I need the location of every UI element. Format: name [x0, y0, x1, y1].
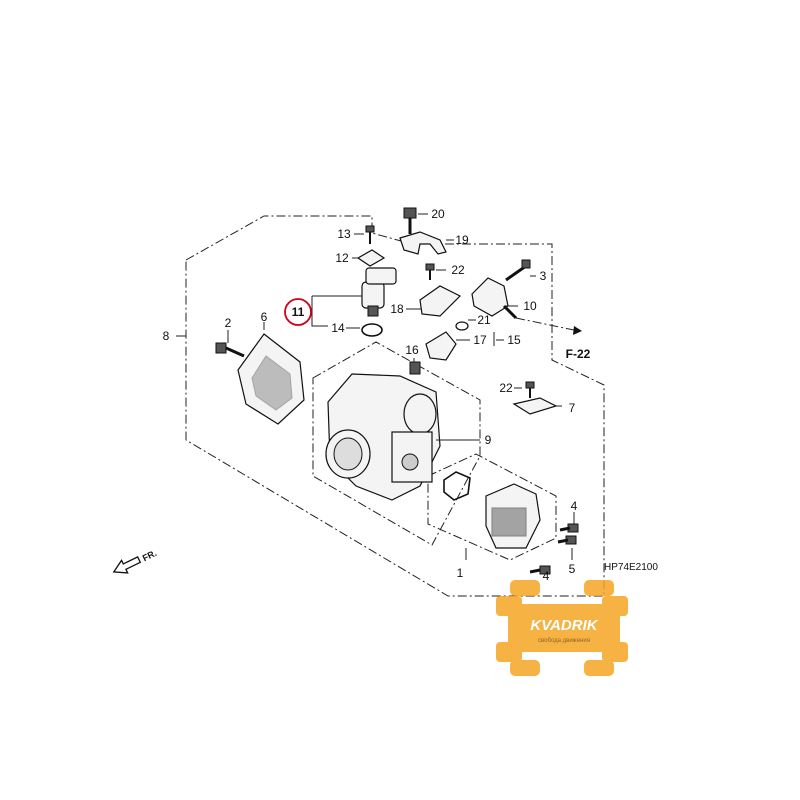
- highlight-circle: [284, 298, 312, 326]
- callout-22a: 22: [451, 263, 465, 277]
- throttle-body-9: [325, 373, 480, 501]
- kvadrik-logo: KVADRIK свобода движения: [496, 580, 628, 676]
- callout-5: 5: [569, 562, 576, 576]
- callout-2: 2: [225, 316, 232, 330]
- sensor-unit: [485, 483, 541, 549]
- callout-14: 14: [331, 321, 345, 335]
- throttle-body-boundary: [312, 341, 481, 546]
- callout-15: 15: [507, 333, 521, 347]
- diagram-code: HP74E2100: [604, 562, 658, 573]
- bolt-20: [403, 207, 428, 234]
- callout-8: 8: [163, 329, 170, 343]
- callout-6: 6: [261, 310, 268, 324]
- bolts-4-5: [529, 512, 579, 575]
- callout-20: 20: [431, 207, 445, 221]
- nipple-16: [409, 358, 421, 375]
- callout-13: 13: [337, 227, 351, 241]
- svg-text:KVADRIK: KVADRIK: [530, 617, 598, 634]
- assembly-boundary: [185, 215, 605, 597]
- callout-9: 9: [485, 433, 492, 447]
- screw-22-upper: [425, 263, 446, 280]
- callout-1: 1: [457, 566, 464, 580]
- fitting-17: [425, 331, 504, 361]
- bracket-18: [406, 285, 462, 317]
- f22-arrow-icon: [573, 326, 582, 335]
- front-direction-arrow-icon: FR.: [112, 548, 158, 574]
- callout-17: 17: [473, 333, 487, 347]
- clip-21: [455, 319, 476, 331]
- callout-7: 7: [569, 401, 576, 415]
- injector-10: [471, 277, 518, 320]
- screw-13: [354, 225, 375, 244]
- callout-19: 19: [455, 233, 469, 247]
- f22-reference: F-22: [566, 347, 591, 361]
- sensor-boundary: [427, 453, 557, 561]
- cover-part: [237, 322, 305, 425]
- leader-11: [311, 295, 362, 327]
- bolt-2: [215, 330, 245, 358]
- callout-4b: 4: [543, 569, 550, 583]
- front-direction-label: FR.: [141, 548, 158, 563]
- callout-3: 3: [540, 269, 547, 283]
- collar-12: [352, 249, 386, 267]
- svg-text:свобода движения: свобода движения: [538, 638, 590, 644]
- f22-reference-line: [515, 317, 575, 331]
- sensor-11: [361, 267, 397, 337]
- bracket-7: [512, 397, 562, 415]
- gasket-1: [443, 471, 471, 560]
- callout-18: 18: [390, 302, 404, 316]
- callout-12: 12: [335, 251, 349, 265]
- clamp-19: [399, 231, 454, 255]
- bolt-3: [505, 259, 536, 282]
- screw-22-lower: [514, 381, 535, 398]
- callout-22b: 22: [499, 381, 513, 395]
- o-ring-14: [361, 323, 383, 337]
- callout-10: 10: [523, 299, 537, 313]
- callout-4a: 4: [571, 499, 578, 513]
- callout-11-highlighted: 11: [292, 305, 305, 319]
- callout-21: 21: [477, 313, 491, 327]
- callout-16: 16: [405, 343, 419, 357]
